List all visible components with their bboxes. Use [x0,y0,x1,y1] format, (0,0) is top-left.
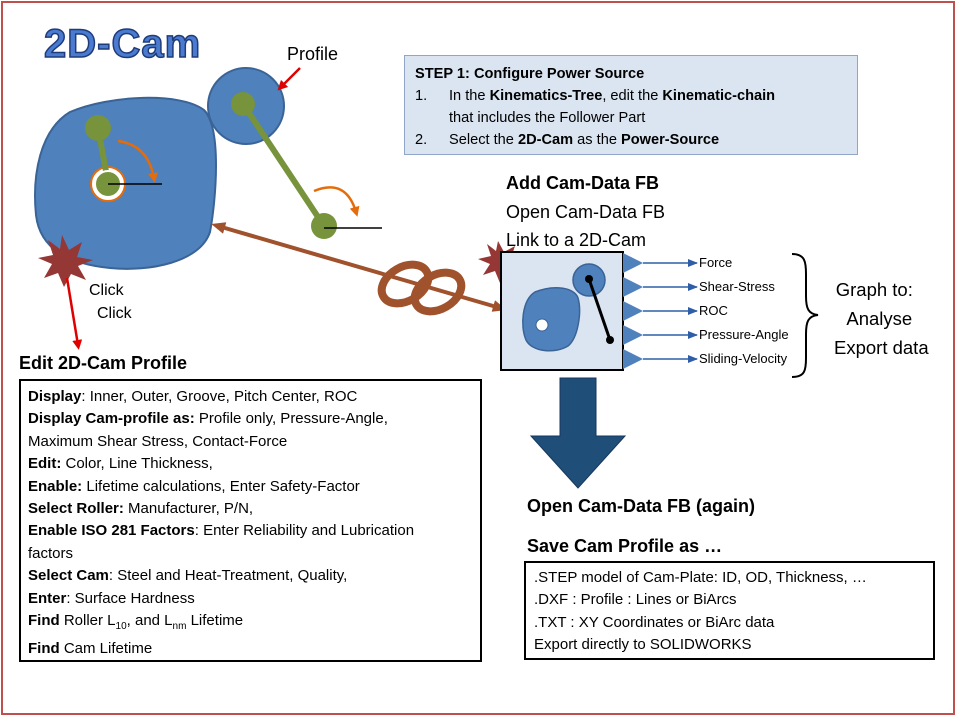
page-title: 2D-Cam [43,21,202,67]
click-star-icon[interactable] [38,235,93,287]
graph-line: Export data [834,337,929,358]
output-port-icon[interactable] [623,349,643,369]
graph-brace [791,253,819,378]
step1-item-number: 1. [415,88,428,104]
step1-item-text: Select the 2D-Cam as the Power-Source [449,132,720,148]
edit-options-panel: Display: Inner, Outer, Groove, Pitch Cen… [19,379,482,662]
graph-line: Graph to: [835,279,913,300]
edit-line: Maximum Shear Stress, Contact-Force [28,432,288,450]
save-option: .DXF : Profile : Lines or BiArcs [534,591,737,609]
output-sliding-velocity: Sliding-Velocity [699,351,788,366]
edit-line: Select Roller: Manufacturer, P/N, [28,500,254,518]
camdata-cam-shape [522,286,581,352]
follower-rotation-arc-icon [313,186,360,217]
profile-label: Profile [287,44,339,64]
output-port-icon[interactable] [623,301,643,321]
open-camdata-text: Open Cam-Data FB [506,202,666,222]
follower-pivot [311,213,337,239]
follower-arm [240,102,327,228]
open-again-heading: Open Cam-Data FB (again) [527,496,756,516]
click-arrow [65,277,83,350]
link-camdata-text: Link to a 2D-Cam [506,230,647,250]
output-force: Force [699,255,733,270]
follower-roller [231,92,255,116]
output-ports [623,253,698,369]
add-camdata-heading: Add Cam-Data FB [506,173,660,193]
step1-item-text: In the Kinematics-Tree, edit the Kinemat… [449,88,776,126]
step1-item: 2. Select the 2D-Cam as the Power-Source [415,129,847,151]
camdata-follower-arm [587,278,612,341]
step1-panel: STEP 1: Configure Power Source 1. In the… [404,55,858,155]
output-port-icon[interactable] [623,325,643,345]
save-option: .TXT : XY Coordinates or BiArc data [534,613,775,631]
camdata-cam-hole [535,318,549,332]
edit-heading: Edit 2D-Cam Profile [19,353,188,373]
graph-to-label: Graph to: Analyse Export data [820,275,929,362]
step1-heading: STEP 1: Configure Power Source [415,66,645,82]
edit-line: Enable ISO 281 Factors: Enter Reliabilit… [28,522,415,540]
edit-line: Edit: Color, Line Thickness, [28,455,213,473]
camdata-follower-roller [585,275,593,283]
output-roc: ROC [699,303,728,318]
profile-pointer-arrow [277,67,301,91]
edit-line: Display Cam-profile as: Profile only, Pr… [28,410,388,428]
output-pressure-angle: Pressure-Angle [699,327,789,342]
edit-line: Select Cam: Steel and Heat-Treatment, Qu… [28,567,348,585]
output-shear-stress: Shear-Stress [699,279,775,294]
output-port-icon[interactable] [623,277,643,297]
save-options-panel: .STEP model of Cam-Plate: ID, OD, Thickn… [524,561,935,660]
down-arrow-icon [529,377,627,489]
save-option: Export directly to SOLIDWORKS [534,636,752,654]
save-option: .STEP model of Cam-Plate: ID, OD, Thickn… [534,569,867,586]
output-port-icon[interactable] [623,253,643,273]
save-heading: Save Cam Profile as … [527,536,723,556]
edit-line-roller-lifetime: Find Roller L10, and Lnm Lifetime [28,612,244,633]
edit-line: Display: Inner, Outer, Groove, Pitch Cen… [28,388,358,405]
cam-rotation-arc-icon [117,139,159,183]
click-label-2: Click [97,305,132,322]
graph-line: Analyse [846,308,913,329]
click-label-1: Click [89,282,124,299]
edit-line: Enable: Lifetime calculations, Enter Saf… [28,477,360,495]
step1-item: 1. In the Kinematics-Tree, edit the Kine… [415,85,847,129]
camdata-follower-pivot [606,336,614,344]
link-arrow [211,222,507,312]
chain-link-right [410,268,466,316]
cam-roller [85,115,111,141]
edit-line: Enter: Surface Hardness [28,589,195,607]
step1-item-number: 2. [415,132,428,148]
edit-line-cam-lifetime: Find Cam Lifetime [28,640,153,658]
edit-line: factors [28,544,74,562]
